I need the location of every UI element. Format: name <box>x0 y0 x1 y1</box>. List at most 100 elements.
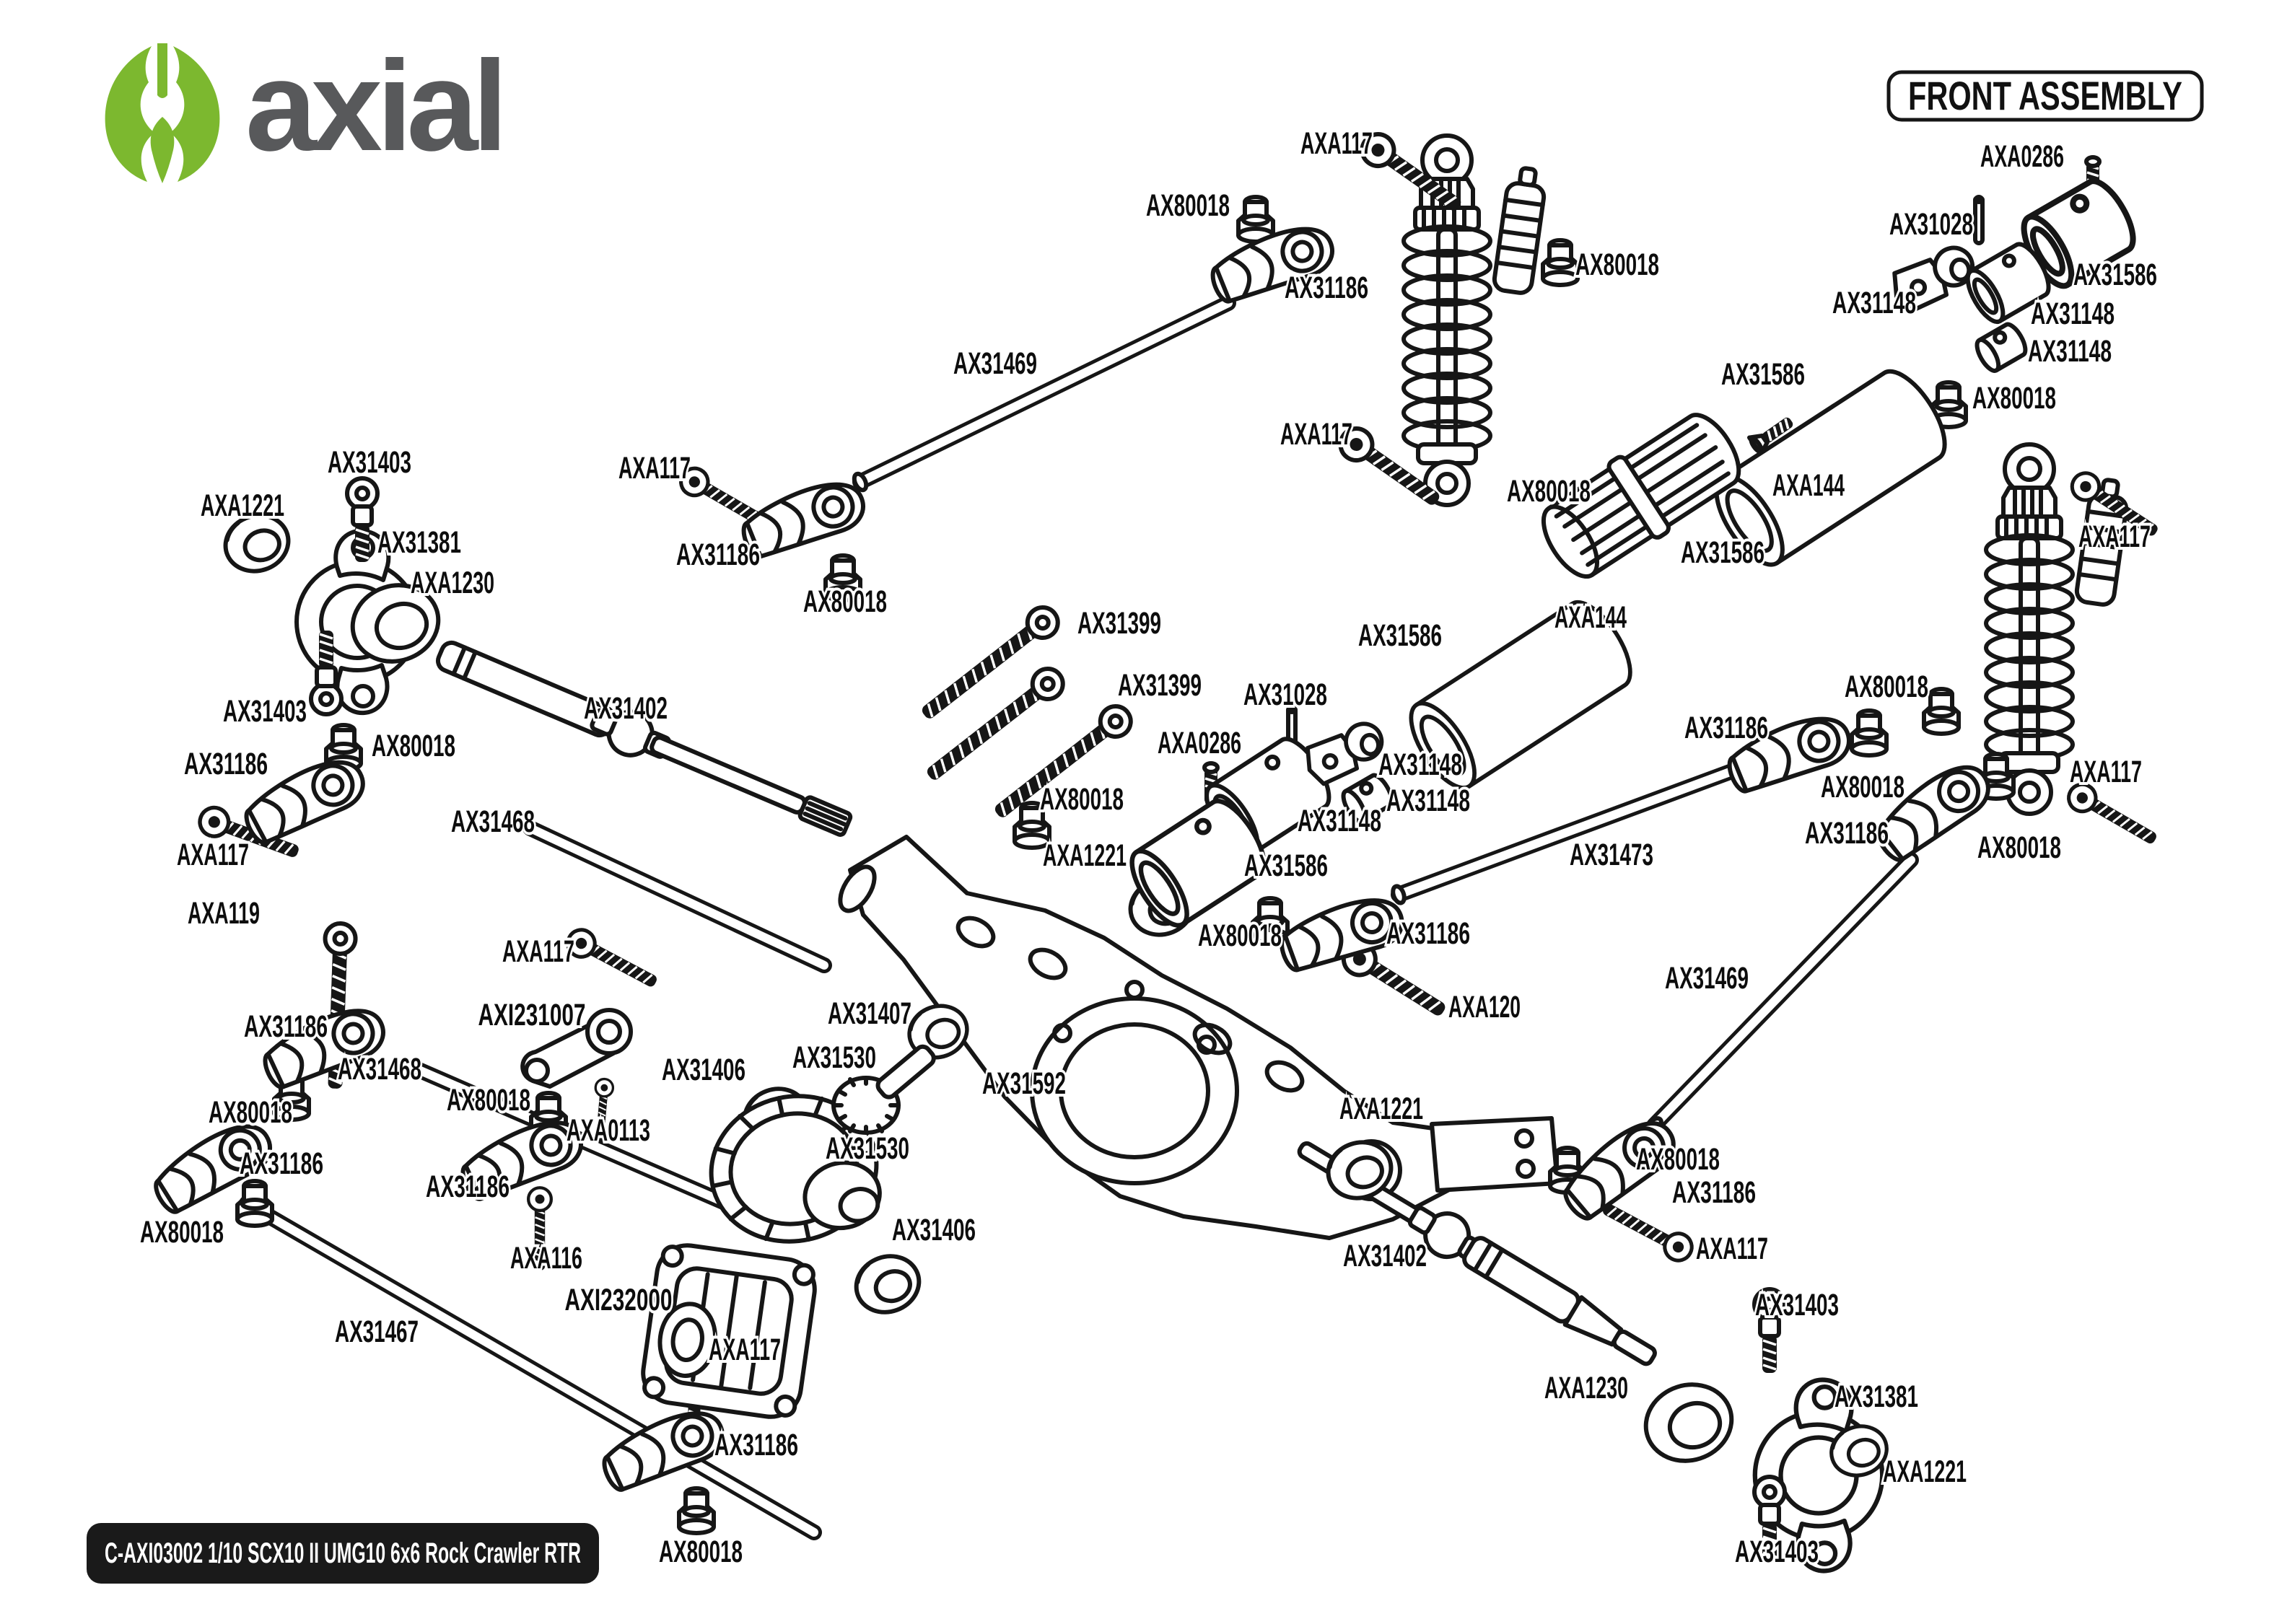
bushing-ax80018 <box>1924 689 1959 734</box>
driveshaft-left <box>435 640 853 837</box>
part-label: AX80018 <box>1845 670 1928 704</box>
part-label: AX80018 <box>1575 247 1659 282</box>
part-label: AX31402 <box>584 691 668 726</box>
part-label: AXA117 <box>1696 1232 1768 1266</box>
bushing-ax80018 <box>1238 197 1273 242</box>
title-box: FRONT ASSEMBLY <box>1886 70 2204 122</box>
part-label: AXA117 <box>709 1333 781 1367</box>
axial-logo: axial <box>105 34 508 183</box>
part-label: AXA0113 <box>567 1113 650 1148</box>
bushing-ax80018 <box>679 1488 714 1533</box>
part-label: AX31186 <box>1684 711 1768 745</box>
part-label: AXA1221 <box>1883 1454 1967 1489</box>
footer-box: C-AXI03002 1/10 SCX10 II UMG10 6x6 Rock … <box>87 1523 599 1584</box>
diagram-art <box>147 128 2164 1571</box>
part-label: AXA117 <box>618 451 691 486</box>
bushing-ax80018 <box>1852 711 1886 755</box>
part-label: AX80018 <box>1821 770 1905 804</box>
part-label: AX80018 <box>447 1083 530 1118</box>
part-label: AX31186 <box>1285 271 1368 305</box>
part-label: AXA144 <box>1772 468 1845 503</box>
part-label: AXA117 <box>2070 755 2142 789</box>
part-label: AX31148 <box>1298 804 1381 838</box>
part-label: AX80018 <box>1507 474 1591 509</box>
part-label: AX31530 <box>826 1131 909 1166</box>
part-label: AX31468 <box>338 1052 421 1087</box>
part-label: AXA117 <box>1300 126 1373 161</box>
part-label: AX31399 <box>1118 668 1202 703</box>
part-label: AX80018 <box>209 1095 292 1130</box>
part-label: AXA144 <box>1554 600 1627 635</box>
part-label: AX80018 <box>1972 381 2056 416</box>
part-label: AXA117 <box>1280 417 1352 452</box>
part-label: AXA120 <box>1448 990 1521 1024</box>
part-label: AX31407 <box>828 996 911 1031</box>
part-label: AXA1230 <box>1544 1371 1628 1405</box>
part-label: AX31186 <box>676 537 760 572</box>
part-label: AXI231007 <box>478 998 586 1032</box>
part-label: AX31028 <box>1243 677 1327 712</box>
pin-ax31028 <box>1975 197 1982 243</box>
part-label: AXA0286 <box>1158 726 1241 760</box>
bushing-ax80018 <box>1543 240 1578 285</box>
part-label: AX31186 <box>1805 816 1889 851</box>
part-label: AXA117 <box>502 934 574 969</box>
part-label: AX31186 <box>184 747 268 781</box>
part-label: AX31586 <box>2073 258 2157 292</box>
bearing-ax31406-b <box>849 1247 927 1321</box>
bolt-ax31399 <box>916 602 1064 727</box>
part-label: AX31586 <box>1681 535 1764 570</box>
part-label: AX31586 <box>1358 618 1442 653</box>
part-label: AXA119 <box>188 896 260 931</box>
part-label: AXI232000 <box>565 1283 673 1317</box>
part-label: AX31148 <box>1832 286 1916 320</box>
title-text: FRONT ASSEMBLY <box>1908 73 2182 118</box>
part-label: AX80018 <box>1040 782 1124 817</box>
part-label: AX31586 <box>1721 357 1805 392</box>
part-label: AX31148 <box>1378 747 1462 782</box>
part-label: AXA1221 <box>1339 1092 1423 1126</box>
footer-text: C-AXI03002 1/10 SCX10 II UMG10 6x6 Rock … <box>105 1537 581 1569</box>
part-label: AXA1221 <box>201 488 284 523</box>
part-label: AXA116 <box>510 1241 582 1276</box>
part-label: AXA0286 <box>1980 139 2064 174</box>
diff-cover-axi232000 <box>639 1242 818 1421</box>
screw-axa117 <box>2064 779 2161 851</box>
part-label: AX31473 <box>1570 838 1653 872</box>
part-label: AXA117 <box>177 838 249 872</box>
part-label: AX31381 <box>1834 1379 1918 1414</box>
part-label: AX31148 <box>2031 297 2115 331</box>
part-label: AX80018 <box>659 1535 743 1569</box>
part-label: AX31469 <box>953 346 1037 381</box>
part-label: AX31530 <box>792 1040 876 1075</box>
part-label: AX31406 <box>892 1213 976 1247</box>
axle-housing <box>838 835 1560 1240</box>
part-label: AX31186 <box>426 1169 510 1204</box>
part-label: AX80018 <box>1636 1142 1720 1177</box>
part-label: AX31186 <box>714 1428 798 1462</box>
part-label: AX31402 <box>1343 1239 1427 1273</box>
part-label: AX31467 <box>335 1314 419 1349</box>
seal-axa1230-right <box>1636 1374 1741 1472</box>
axial-wordmark: axial <box>245 34 502 177</box>
part-label: AX31186 <box>240 1146 323 1181</box>
part-label: AX31399 <box>1077 606 1161 641</box>
screw-axa117 <box>563 925 661 994</box>
part-label: AX80018 <box>140 1215 224 1250</box>
part-label: AX31468 <box>451 804 535 839</box>
part-label: AX31186 <box>1672 1175 1756 1210</box>
part-label: AX31148 <box>1386 784 1470 818</box>
part-label: AX31406 <box>662 1053 745 1087</box>
part-label: AX31403 <box>1735 1535 1819 1569</box>
part-label: AX31403 <box>223 694 307 729</box>
part-label: AX31148 <box>2028 334 2112 369</box>
part-label: AX80018 <box>1146 188 1230 223</box>
part-label: AXA1230 <box>411 566 494 600</box>
part-label: AXA1221 <box>1043 838 1127 873</box>
part-label: AX31469 <box>1665 961 1749 996</box>
cyl-ax31148 <box>1973 321 2030 374</box>
bushing-ax80018 <box>237 1181 272 1226</box>
part-label: AX80018 <box>803 584 887 619</box>
